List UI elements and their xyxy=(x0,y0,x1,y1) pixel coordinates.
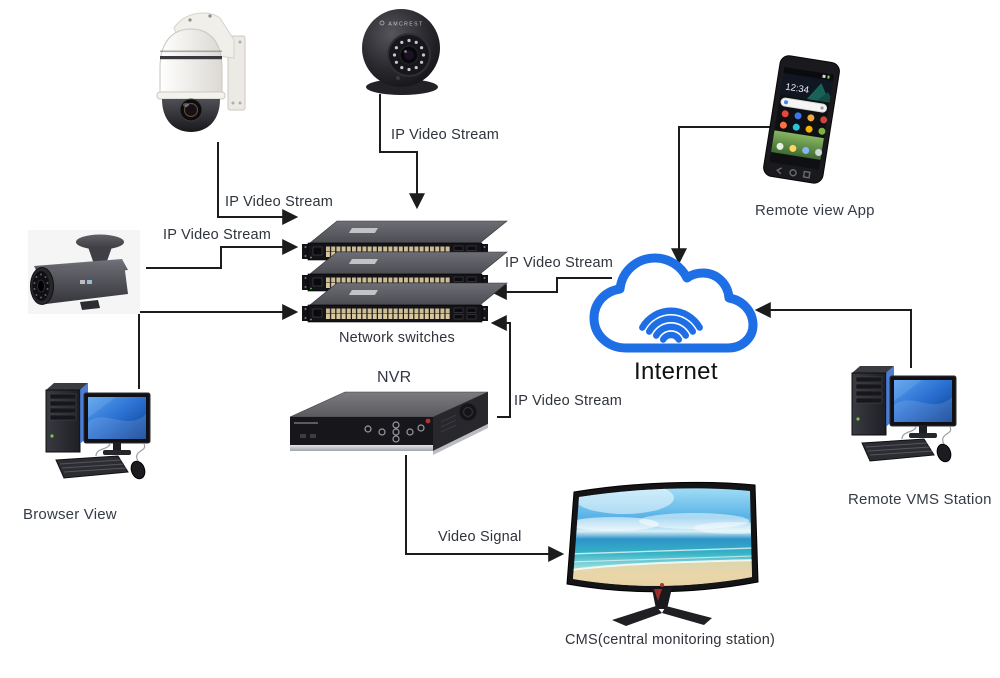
ptz-camera-icon xyxy=(156,12,246,132)
connector-nvr-to-switches xyxy=(490,315,511,418)
smartphone-icon: 12:34 xyxy=(763,55,840,184)
edge-label-internet: IP Video Stream xyxy=(505,255,614,271)
switch-3 xyxy=(301,282,508,323)
connector-bullet-to-switches xyxy=(146,239,299,269)
wifi-icon xyxy=(639,307,703,343)
app-icons xyxy=(779,110,828,135)
nav-buttons xyxy=(776,167,811,179)
search-bar xyxy=(780,97,828,113)
node-label-switches: Network switches xyxy=(339,330,456,346)
record-button xyxy=(425,418,431,424)
fan-vent xyxy=(459,403,477,421)
mouse xyxy=(936,443,952,463)
pc-tower xyxy=(851,372,887,436)
node-label-browser-pc: Browser View xyxy=(23,506,117,523)
dome-camera-icon: AMCREST xyxy=(362,9,440,95)
edge-label-dome: IP Video Stream xyxy=(391,127,500,143)
monitor-screen xyxy=(88,397,146,439)
node-label-internet: Internet xyxy=(634,358,718,385)
brand-text: AMCREST xyxy=(388,22,423,28)
connector-nvr-to-cms xyxy=(405,455,565,562)
cms-monitor-icon xyxy=(566,481,759,626)
connector-internet-to-switches xyxy=(490,277,612,300)
camera-lens xyxy=(183,102,199,118)
connector-vms-to-internet xyxy=(754,302,912,368)
edge-label-video-signal: Video Signal xyxy=(438,529,522,545)
pc-tower xyxy=(45,389,81,453)
edge-label-ptz: IP Video Stream xyxy=(225,194,334,210)
node-label-cms: CMS(central monitoring station) xyxy=(565,632,776,648)
mouse xyxy=(130,460,146,480)
front-buttons xyxy=(364,421,425,443)
connector-phone-to-internet xyxy=(671,126,771,265)
camera-lens xyxy=(404,50,414,60)
connector-browserpc-to-switches xyxy=(138,304,299,389)
edge-label-bullet: IP Video Stream xyxy=(163,227,272,243)
node-label-vms-pc: Remote VMS Station xyxy=(848,491,992,508)
bullet-camera-icon xyxy=(28,230,140,314)
camera-body xyxy=(159,28,223,93)
keyboard xyxy=(861,438,935,462)
node-label-nvr: NVR xyxy=(377,369,412,386)
ir-led-ring xyxy=(33,273,49,299)
cloud-outline xyxy=(589,253,758,353)
edge-label-nvr: IP Video Stream xyxy=(514,393,623,409)
phone-clock: 12:34 xyxy=(785,82,810,97)
keyboard xyxy=(55,455,129,479)
nvr-icon xyxy=(289,391,489,455)
brand-gear-icon xyxy=(379,20,385,26)
dock-icons xyxy=(776,142,823,156)
connector-ptz-to-switches xyxy=(217,142,299,225)
monitor-screen xyxy=(894,380,952,422)
connector-dome-to-switches xyxy=(379,94,425,210)
vms-pc-icon xyxy=(851,366,957,463)
camera-lens xyxy=(37,279,45,293)
browser-pc-icon xyxy=(45,383,151,480)
mount-disc xyxy=(76,234,124,250)
internet-cloud-icon xyxy=(589,253,758,353)
node-label-phone: Remote view App xyxy=(755,202,875,219)
ir-led-ring xyxy=(392,38,426,72)
